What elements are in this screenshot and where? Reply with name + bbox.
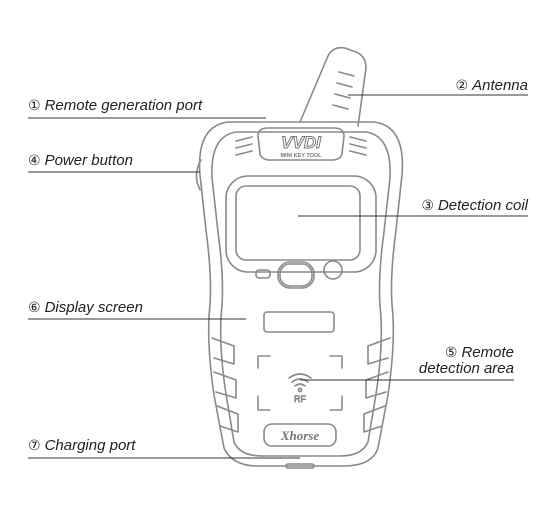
antenna-groove-1: [338, 71, 355, 77]
grip-left-1: [211, 337, 235, 365]
brand-plate: [263, 423, 337, 447]
label-number: ⑥: [28, 300, 41, 316]
antenna-groove-3: [334, 93, 351, 99]
label-text: Antenna: [472, 77, 528, 94]
grip-left-3: [216, 405, 239, 433]
label-number: ⑦: [28, 438, 41, 454]
vent-right-2: [349, 143, 367, 149]
logo-subtext: MINI KEY TOOL: [280, 153, 322, 159]
rf-corner-tl: [257, 355, 271, 369]
label-text: Remote: [461, 344, 514, 361]
label-line-2: detection area: [418, 360, 514, 377]
display-screen: [235, 185, 361, 261]
rf-text: RF: [294, 394, 306, 404]
brand-text: Xhorse: [280, 428, 320, 443]
grip-right-3: [363, 405, 386, 433]
label-number: ①: [28, 98, 41, 114]
button-small-left: [255, 269, 271, 279]
label-text: Charging port: [44, 437, 136, 454]
rf-corner-br: [329, 395, 343, 411]
rf-dot: [297, 387, 303, 393]
logo-text: VVDI: [281, 133, 322, 152]
label-text: Detection coil: [437, 197, 528, 214]
grip-right-1: [367, 337, 391, 365]
rf-corner-tr: [329, 355, 343, 369]
label-number: ③: [421, 198, 434, 214]
vent-left-3: [235, 150, 253, 156]
antenna-groove-2: [336, 82, 353, 88]
status-bar: [263, 311, 335, 333]
display-frame: [225, 175, 377, 273]
vent-left-2: [235, 143, 253, 149]
grip-right-2: [365, 371, 389, 399]
device-body-inner: [211, 131, 391, 457]
vent-right-3: [349, 150, 367, 156]
vent-left-1: [235, 136, 253, 142]
antenna-groove-4: [332, 104, 349, 110]
vent-right-1: [349, 136, 367, 142]
button-center: [279, 263, 313, 287]
button-round-right: [323, 260, 343, 280]
logo-plate: [257, 127, 345, 161]
label-number: ②: [455, 78, 469, 94]
rf-corner-bl: [257, 395, 271, 411]
device-body-outer: [198, 121, 404, 467]
rf-wifi-icon: [288, 373, 312, 387]
label-text: Remote generation port: [44, 97, 203, 114]
label-text: Power button: [44, 152, 133, 169]
antenna-shape: [299, 46, 367, 127]
charging-port-shape: [285, 463, 315, 469]
grip-left-2: [213, 371, 237, 399]
label-text: Display screen: [44, 299, 143, 316]
button-ok: [277, 261, 315, 289]
label-number: ⑤: [444, 345, 458, 361]
label-number: ④: [28, 153, 41, 169]
